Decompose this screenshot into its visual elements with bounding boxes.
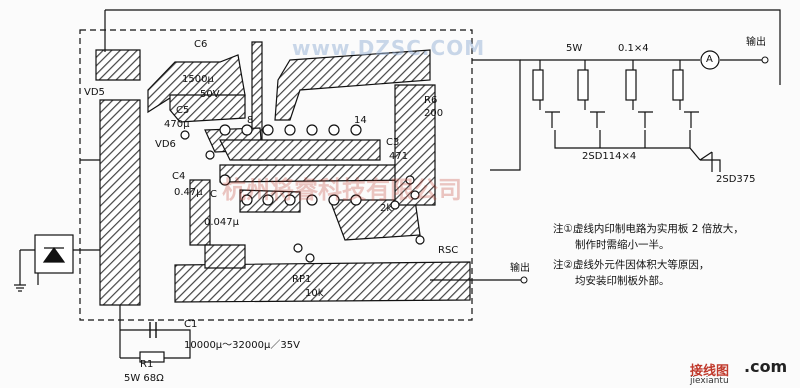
label-c4-value: 0.47μ bbox=[174, 187, 203, 198]
note-1-line-1: 注①虚线内印制电路为实用板 2 倍放大， bbox=[553, 223, 744, 235]
label-c-value: 0.047μ bbox=[204, 217, 239, 228]
label-output-top: 输出 bbox=[746, 37, 766, 48]
label-r1-value: 5W 68Ω bbox=[124, 373, 164, 384]
label-c6-voltage: 50V bbox=[200, 89, 220, 100]
label-rp1: RP1 bbox=[292, 274, 312, 285]
label-c6-value: 1500μ bbox=[182, 74, 214, 85]
pcb-traces bbox=[95, 41, 471, 306]
label-r1: R1 bbox=[140, 359, 154, 370]
r1-resistor bbox=[139, 351, 165, 363]
label-r-2k: 2k bbox=[380, 203, 393, 214]
label-r6: R6 bbox=[424, 95, 438, 106]
output-transistors bbox=[532, 69, 713, 172]
label-c3-value: 471 bbox=[389, 151, 409, 162]
output-terminal-bottom bbox=[520, 276, 528, 284]
label-r6-value: 200 bbox=[424, 108, 444, 119]
label-pin14: 14 bbox=[354, 115, 367, 126]
label-pin8: 8 bbox=[247, 115, 254, 126]
label-c5-value: 470μ bbox=[164, 119, 190, 130]
ammeter-icon bbox=[700, 50, 720, 70]
label-rsc: RSC bbox=[438, 245, 459, 256]
label-transistors: 2SD114×4 bbox=[582, 151, 637, 162]
label-ammeter: A bbox=[706, 54, 713, 65]
note-2-line-1: 注②虚线外元件因体积大等原因， bbox=[553, 259, 710, 271]
label-resistors: 0.1×4 bbox=[618, 43, 649, 54]
watermark-top: www.DZSC.COM bbox=[292, 36, 486, 60]
output-terminal-top bbox=[761, 56, 769, 64]
label-c: C bbox=[210, 189, 217, 200]
label-vd6: VD6 bbox=[155, 139, 176, 150]
label-vd5: VD5 bbox=[84, 87, 105, 98]
label-c1-value: 10000μ～32000μ／35V bbox=[184, 340, 300, 351]
pcb-outline bbox=[79, 29, 473, 321]
note-2-line-2: 均安装印制板外部。 bbox=[575, 275, 670, 287]
label-power: 5W bbox=[566, 43, 583, 54]
pads bbox=[180, 124, 425, 263]
watermark-middle: 杭州将睿科技有限公司 bbox=[222, 176, 462, 204]
label-c6: C6 bbox=[194, 39, 208, 50]
label-c1: C1 bbox=[184, 319, 198, 330]
label-c5: C5 bbox=[176, 105, 190, 116]
label-rp1-value: 10k bbox=[305, 288, 324, 299]
label-c4: C4 bbox=[172, 171, 186, 182]
bridge-rectifier bbox=[34, 234, 74, 274]
label-driver: 2SD375 bbox=[716, 174, 756, 185]
ground-icon bbox=[14, 284, 26, 292]
brand-domain: .com bbox=[744, 357, 788, 376]
brand-name: 接线图 bbox=[690, 364, 730, 379]
brand-sub: jiexiantu bbox=[690, 376, 729, 386]
label-c3: C3 bbox=[386, 137, 400, 148]
label-output-bottom: 输出 bbox=[510, 263, 530, 274]
c1-capacitor bbox=[149, 322, 157, 338]
note-1-line-2: 制作时需缩小一半。 bbox=[575, 239, 670, 251]
